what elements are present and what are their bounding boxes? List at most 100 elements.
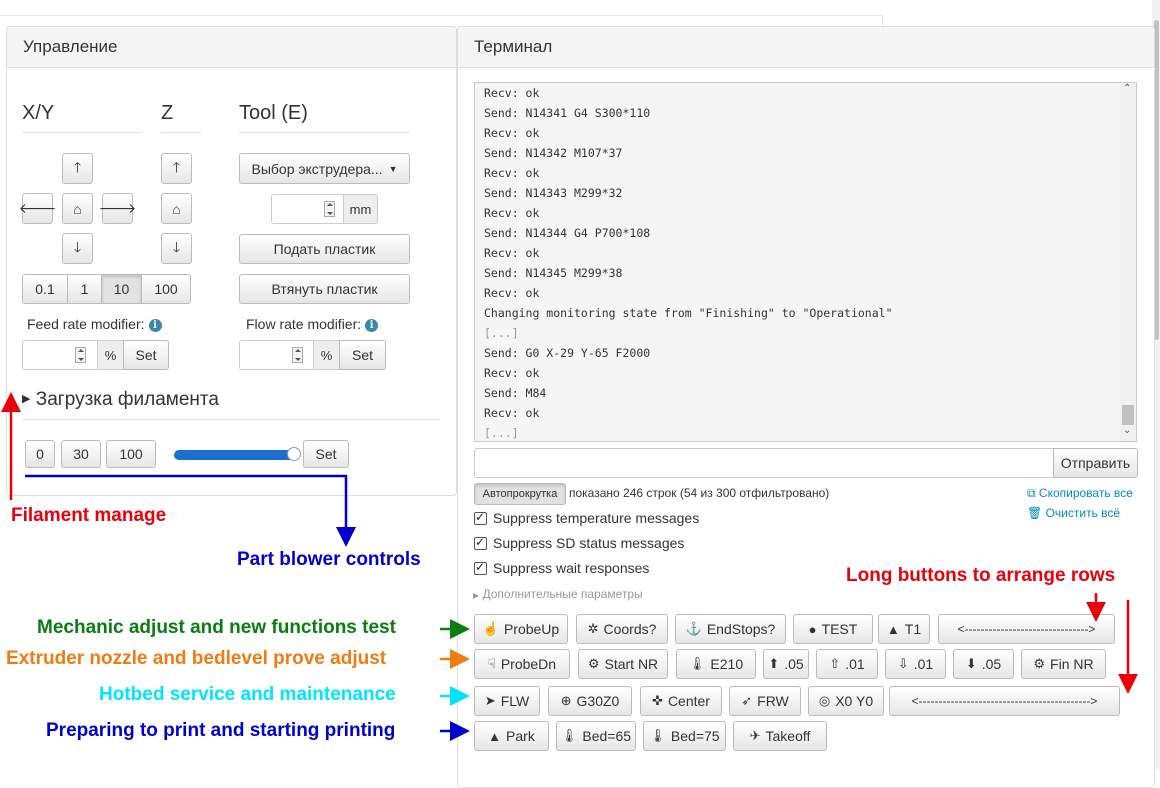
custom-button[interactable]: 🌡Bed=65: [556, 721, 636, 751]
flow-rate-spinner[interactable]: [292, 347, 303, 363]
retract-button[interactable]: Втянуть пластик: [239, 274, 410, 304]
custom-button[interactable]: ⚙ Start NR: [578, 649, 668, 679]
step-10-button[interactable]: 10: [101, 274, 142, 304]
custom-button[interactable]: ⊕G30Z0: [548, 686, 632, 716]
custom-button-label: FRW: [757, 693, 789, 709]
custom-button[interactable]: ✜Center: [640, 686, 722, 716]
custom-button[interactable]: 🌡Bed=75: [643, 721, 726, 751]
fan-speed-slider-handle[interactable]: [287, 447, 301, 461]
custom-button[interactable]: ⬆.05: [763, 649, 809, 679]
fan-preset-30-button[interactable]: 30: [61, 440, 101, 468]
jog-z-plus-button[interactable]: 🡑: [161, 153, 192, 184]
xy-heading-rule: [22, 132, 142, 133]
extrude-button[interactable]: Подать пластик: [239, 234, 410, 264]
custom-button-label: TEST: [821, 621, 858, 637]
fan-set-button[interactable]: Set: [303, 440, 349, 468]
terminal-line: Recv: ok: [484, 166, 540, 180]
filament-section-toggle[interactable]: ▶ Загрузка филамента: [22, 389, 219, 411]
custom-button[interactable]: <------------------------------->: [938, 614, 1115, 644]
scroll-down-icon[interactable]: ⌄: [1123, 425, 1132, 436]
step-1-button[interactable]: 1: [67, 274, 102, 304]
terminal-scrollbar[interactable]: ⌃ ⌄: [1120, 83, 1136, 441]
custom-button[interactable]: <---------------------------------------…: [889, 686, 1120, 716]
custom-button-label: .01: [845, 656, 865, 672]
custom-button-label: T1: [904, 621, 922, 637]
info-icon: i: [365, 319, 379, 332]
annotation-row3: Hotbed service and maintenance: [99, 684, 396, 705]
custom-button[interactable]: ●TEST: [793, 614, 873, 644]
custom-button-label: Takeoff: [765, 728, 811, 744]
send-button[interactable]: Отправить: [1053, 448, 1138, 478]
terminal-line: Recv: ok: [484, 286, 540, 300]
custom-button-label: FLW: [500, 693, 530, 709]
arrow-up-icon: 🡑: [73, 158, 82, 175]
pointer-icon: ➤: [484, 693, 496, 708]
compress-icon: ✜: [652, 693, 663, 708]
plane-icon: ✈: [749, 728, 761, 743]
custom-button[interactable]: ⬇.05: [953, 649, 1014, 679]
gear-icon: ⚙: [587, 656, 600, 671]
custom-button-label: Start NR: [604, 656, 659, 672]
jog-z-minus-button[interactable]: 🡓: [161, 233, 192, 264]
home-xy-button[interactable]: ⌂: [62, 193, 93, 224]
feed-rate-label: Feed rate modifier:i: [27, 316, 162, 332]
custom-button[interactable]: ✲Coords?: [576, 614, 668, 644]
terminal-line: Send: N14342 M107*37: [484, 146, 623, 160]
autoscroll-button[interactable]: Автопрокрутка: [474, 483, 566, 505]
custom-button[interactable]: ☟ProbeDn: [474, 649, 570, 679]
fan-preset-100-button[interactable]: 100: [106, 440, 156, 468]
terminal-line: Recv: ok: [484, 366, 540, 380]
custom-button[interactable]: ⚓EndStops?: [675, 614, 786, 644]
filament-section-rule: [22, 419, 440, 420]
filter-sd-label: Suppress SD status messages: [493, 535, 685, 551]
custom-button[interactable]: ➶FRW: [729, 686, 801, 716]
filter-sd-checkbox[interactable]: [474, 535, 487, 550]
arrow-down-icon: 🡓: [172, 238, 181, 255]
filter-wait-checkbox[interactable]: [474, 560, 487, 575]
custom-button[interactable]: ✈ Takeoff: [733, 721, 827, 751]
feed-rate-input[interactable]: [22, 340, 98, 370]
scroll-up-icon[interactable]: ⌃: [1123, 83, 1132, 94]
custom-button[interactable]: ▲T1: [878, 614, 930, 644]
terminal-line: [...]: [484, 426, 519, 440]
custom-button[interactable]: 🌡E210: [676, 649, 756, 679]
custom-button[interactable]: ⇩.01: [885, 649, 946, 679]
custom-button[interactable]: ☝ProbeUp: [474, 614, 568, 644]
z-heading-rule: [161, 132, 201, 133]
feed-rate-set-button[interactable]: Set: [123, 340, 169, 370]
terminal-panel-title: Терминал: [474, 37, 553, 56]
fan-preset-0-button[interactable]: 0: [25, 440, 55, 468]
jog-y-plus-button[interactable]: 🡑: [62, 153, 93, 184]
jog-x-minus-button[interactable]: 🡐: [19, 193, 56, 224]
filter-temperature-checkbox[interactable]: [474, 510, 487, 525]
flow-rate-label-text: Flow rate modifier:: [246, 316, 362, 332]
home-icon: ⌂: [172, 200, 181, 217]
annotation-blower: Part blower controls: [237, 549, 421, 570]
jog-y-minus-button[interactable]: 🡓: [62, 233, 93, 264]
custom-button[interactable]: ▲Park: [474, 721, 549, 751]
clear-all-link[interactable]: 🗑 Очистить всё: [1027, 506, 1120, 520]
custom-button[interactable]: ◎X0 Y0: [808, 686, 884, 716]
home-z-button[interactable]: ⌂: [161, 193, 192, 224]
advanced-options-toggle[interactable]: ▶ Дополнительные параметры: [473, 587, 643, 601]
custom-button[interactable]: ➤ FLW: [474, 686, 540, 716]
extruder-select-button[interactable]: Выбор экструдера... ▼: [239, 153, 410, 184]
feed-rate-spinner[interactable]: [75, 347, 86, 363]
flow-rate-set-button[interactable]: Set: [339, 340, 386, 370]
page-scrollbar[interactable]: [1152, 0, 1160, 769]
jog-x-plus-button[interactable]: 🡒: [99, 193, 136, 224]
custom-button[interactable]: ⚙Fin NR: [1021, 649, 1106, 679]
terminal-scrollbar-thumb[interactable]: [1122, 405, 1134, 425]
step-100-button[interactable]: 100: [141, 274, 191, 304]
page-scrollbar-thumb[interactable]: [1154, 20, 1159, 340]
command-input[interactable]: [474, 448, 1055, 478]
xy-heading: X/Y: [22, 102, 55, 124]
copy-all-link[interactable]: ⧉ Скопировать все: [1027, 486, 1133, 501]
fan-speed-slider[interactable]: [174, 447, 301, 461]
custom-button[interactable]: ⇧.01: [816, 649, 878, 679]
fire-icon: ▲: [886, 621, 900, 637]
extrude-unit: mm: [343, 194, 378, 224]
bomb-icon: ●: [808, 621, 817, 637]
extrude-amount-spinner[interactable]: [324, 201, 335, 217]
